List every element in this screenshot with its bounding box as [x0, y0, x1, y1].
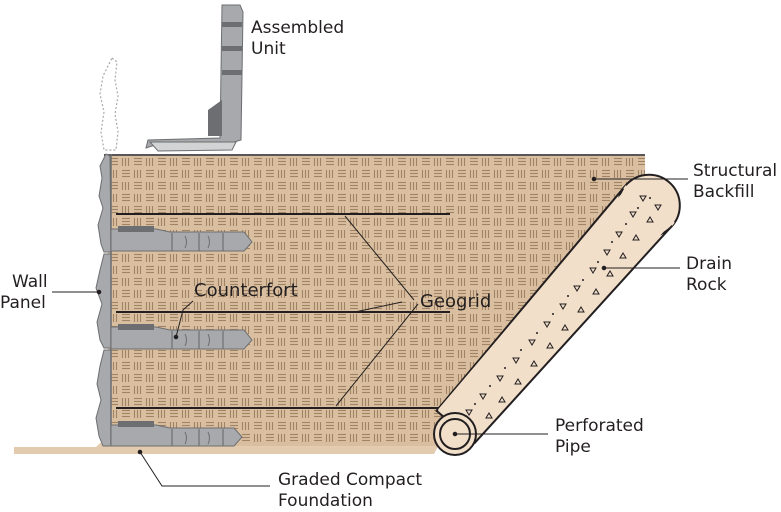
label-counterfort: Counterfort	[194, 280, 298, 301]
label-assembled-unit-line2: Unit	[251, 39, 286, 59]
assembled-unit-illustration	[99, 4, 244, 152]
wall-panel-middle	[95, 253, 112, 349]
leader-geogrid-mid	[354, 301, 403, 313]
label-perforated-pipe-line1: Perforated	[555, 416, 644, 436]
leader-counterfort	[175, 300, 194, 338]
label-foundation-line1: Graded Compact	[278, 470, 422, 490]
wall-panel-bottom	[95, 349, 112, 447]
labels: Assembled Unit Structural Backfill Wall …	[0, 18, 777, 511]
counterfort-top	[110, 226, 253, 252]
counterforts	[110, 226, 253, 447]
label-drain-rock-line2: Rock	[686, 275, 727, 295]
counterfort-middle	[110, 324, 253, 350]
label-geogrid: Geogrid	[420, 291, 491, 312]
drain-rock-stones	[465, 195, 662, 419]
leader-geogrid-top	[344, 215, 415, 301]
geogrid-layers	[116, 213, 450, 409]
assembled-unit-panel-outline	[99, 57, 119, 151]
label-structural-backfill-line2: Backfill	[693, 182, 754, 202]
leader-lines	[52, 176, 688, 487]
leader-foundation	[139, 451, 270, 487]
label-foundation-line2: Foundation	[278, 491, 373, 507]
leader-geogrid-bottom	[335, 303, 419, 407]
wall-panel-top	[97, 153, 112, 253]
counterfort-bottom	[110, 421, 243, 447]
label-assembled-unit-line1: Assembled	[251, 18, 344, 38]
label-wall-panel-line1: Wall	[12, 272, 48, 292]
label-wall-panel-line2: Panel	[0, 293, 46, 313]
drain-rock-column	[435, 173, 681, 445]
drain-rock-dots	[474, 197, 651, 405]
label-structural-backfill-line1: Structural	[693, 161, 777, 181]
label-perforated-pipe-line2: Pipe	[555, 437, 591, 457]
wall-panels	[95, 153, 112, 447]
label-drain-rock-line1: Drain	[686, 254, 732, 274]
